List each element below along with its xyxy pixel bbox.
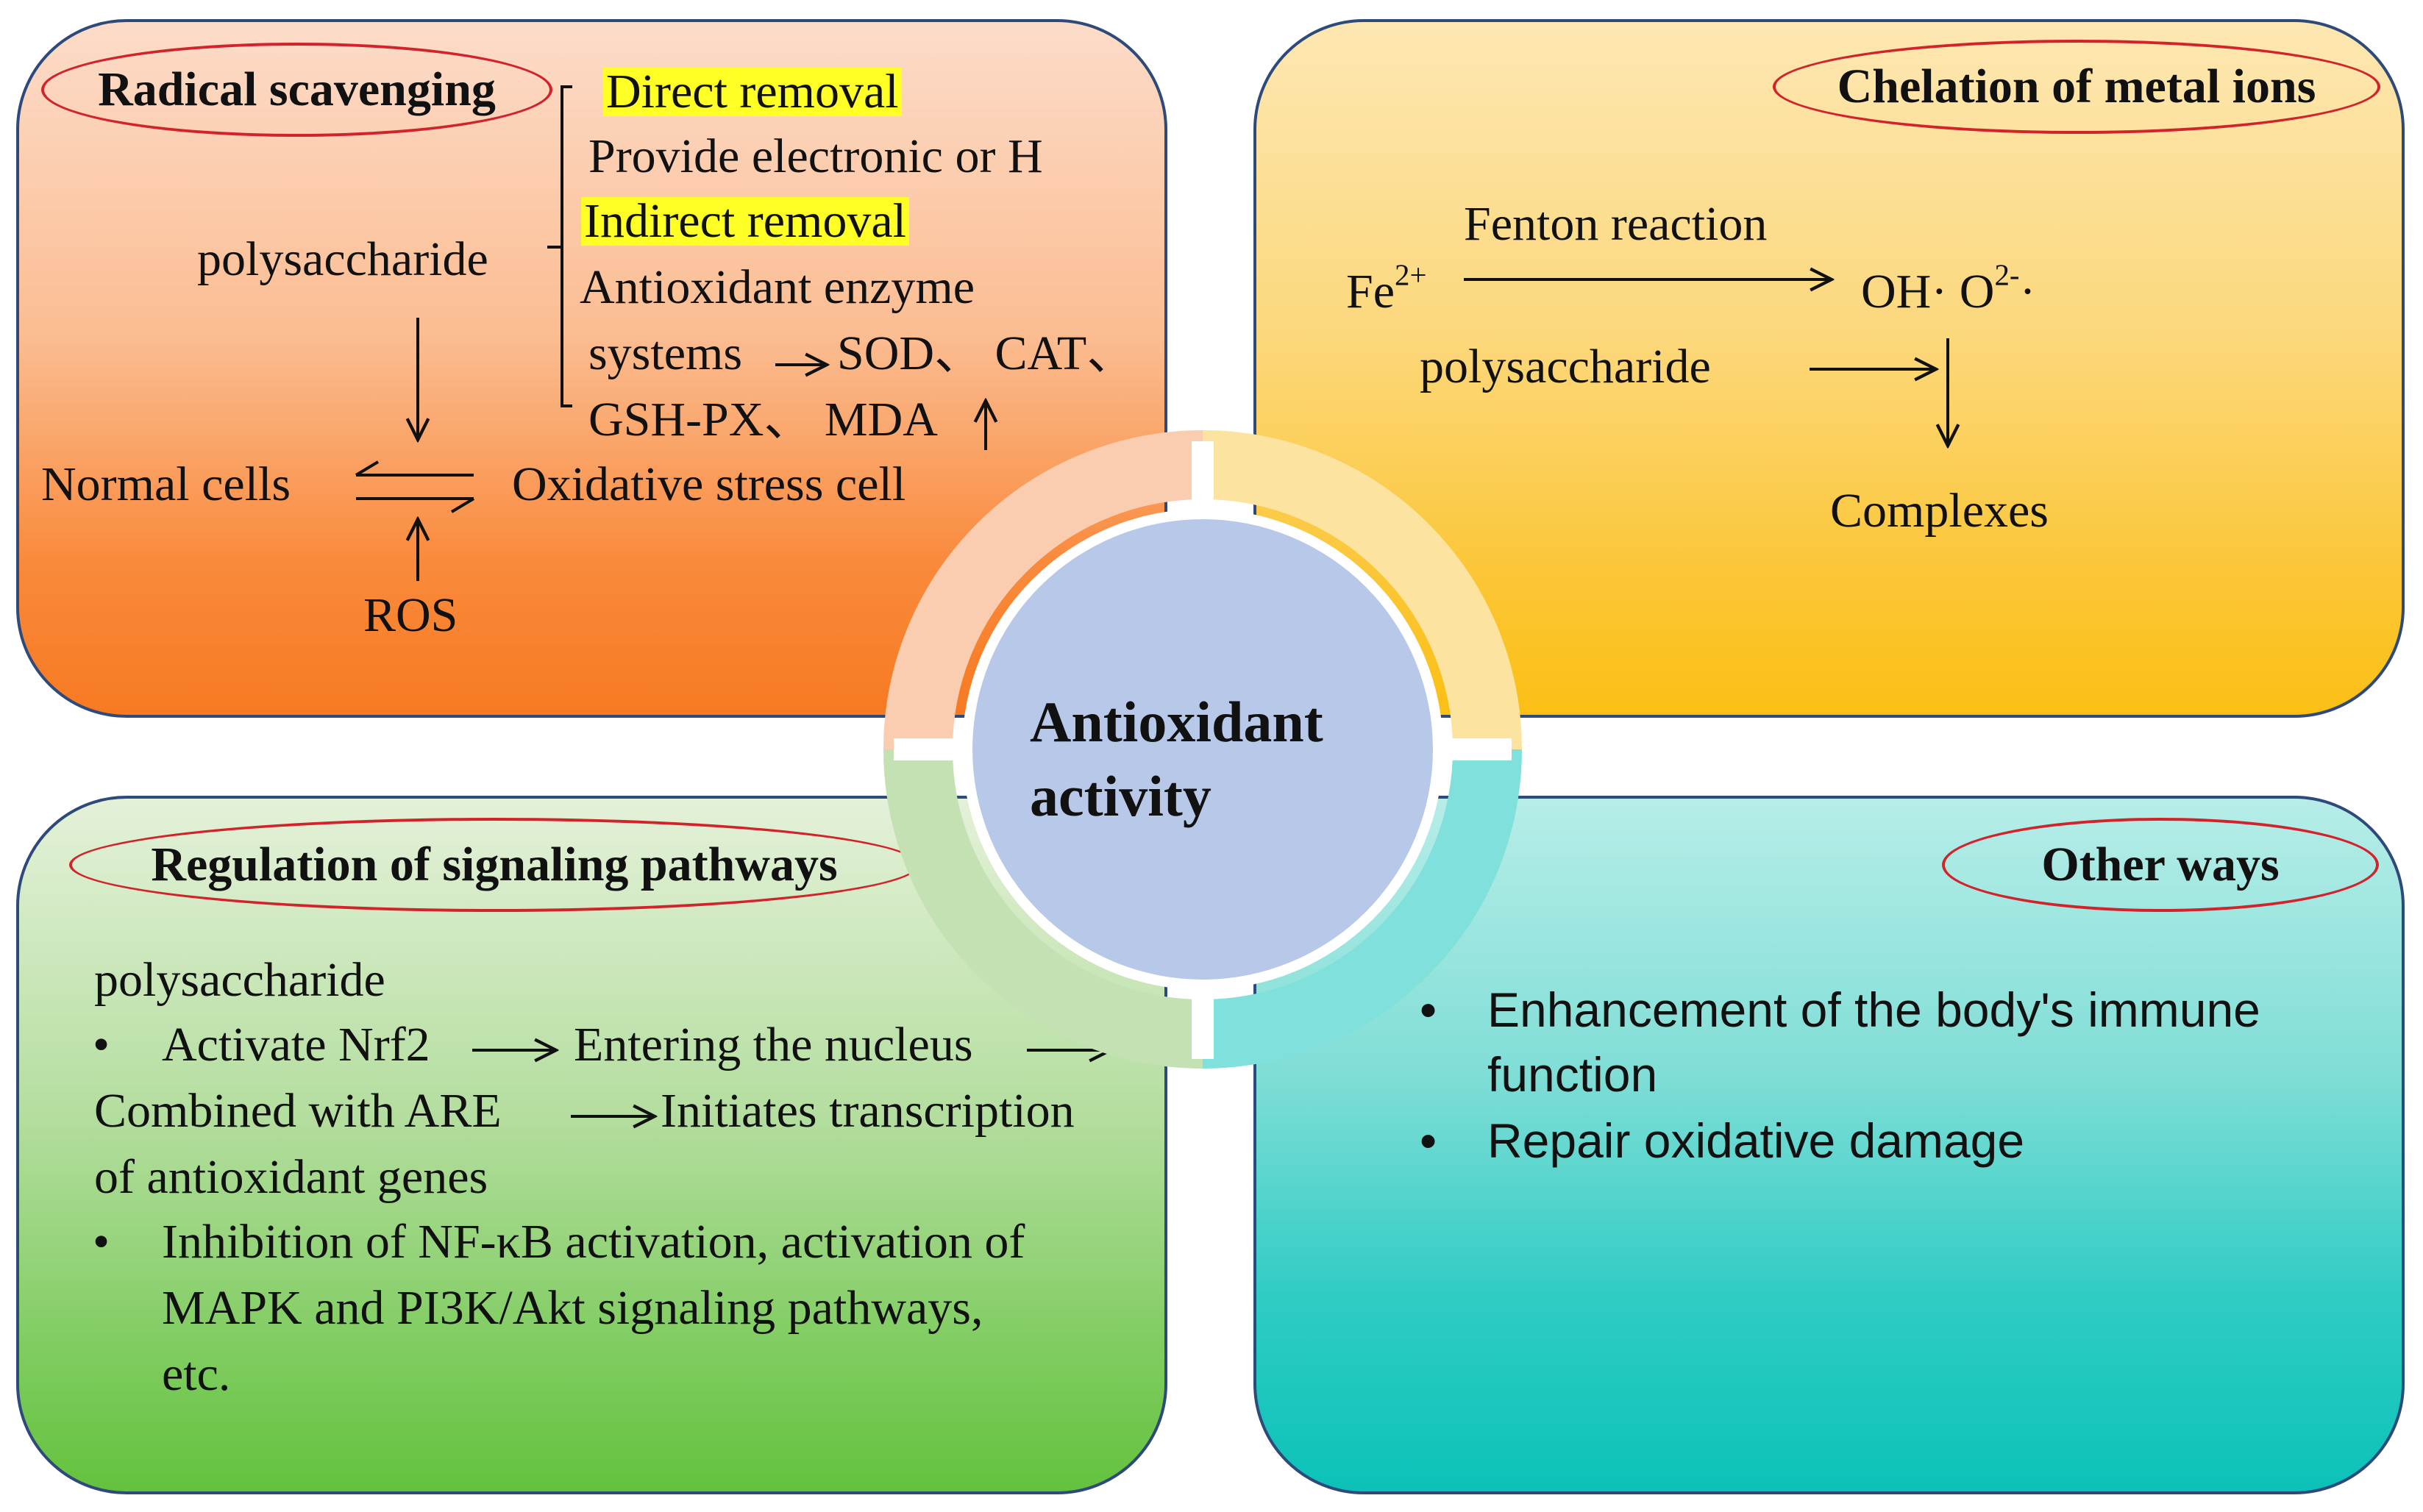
- combined-are-text: Combined with ARE: [94, 1084, 502, 1138]
- entering-nucleus-text: Entering the nucleus: [574, 1018, 973, 1071]
- direct-removal-label: Direct removal: [603, 68, 902, 116]
- bullet-1: •: [93, 1018, 110, 1071]
- center-title-line2: activity: [1030, 763, 1212, 828]
- provide-electronic-text: Provide electronic or H: [588, 129, 1043, 183]
- fe-ion-label: Fe2+: [1346, 258, 1427, 318]
- complexes-label: Complexes: [1830, 484, 2049, 538]
- signaling-title: Regulation of signaling pathways: [69, 818, 919, 912]
- inhibition-text-3: etc.: [162, 1347, 231, 1401]
- radical-scavenging-title: Radical scavenging: [41, 43, 552, 137]
- systems-text: systems: [588, 327, 743, 380]
- initiates-transcription-text: Initiates transcription: [661, 1084, 1075, 1138]
- inhibition-text-1: Inhibition of NF-κB activation, activati…: [162, 1215, 1025, 1269]
- bullet-2: •: [93, 1215, 110, 1269]
- center-hub: [972, 519, 1433, 980]
- oxidative-stress-label: Oxidative stress cell: [512, 457, 906, 511]
- immune-enhancement-text: Enhancement of the body's immune: [1487, 983, 2260, 1037]
- antioxidant-enzyme-text: Antioxidant enzyme: [580, 260, 975, 314]
- indirect-removal-label: Indirect removal: [581, 197, 909, 246]
- inhibition-text-2: MAPK and PI3K/Akt signaling pathways,: [162, 1281, 983, 1335]
- fenton-reaction-label: Fenton reaction: [1464, 197, 1768, 251]
- gsh-mda-text: GSH-PX、 MDA: [588, 393, 938, 446]
- sod-cat-text: SOD、 CAT、: [837, 327, 1136, 380]
- other-bullet-2: •: [1420, 1113, 1437, 1168]
- center-title: Antioxidant activity: [1030, 685, 1339, 833]
- other-ways-title: Other ways: [1942, 818, 2379, 912]
- normal-cells-label: Normal cells: [41, 457, 291, 511]
- chelation-title: Chelation of metal ions: [1773, 40, 2380, 134]
- polysaccharide-signaling-label: polysaccharide: [94, 953, 385, 1007]
- immune-function-text: function: [1487, 1047, 1658, 1102]
- polysaccharide-chelation-label: polysaccharide: [1420, 340, 1711, 393]
- ros-label: ROS: [363, 588, 458, 642]
- radicals-label: OH· O2-·: [1861, 258, 2036, 318]
- activate-nrf2-text: Activate Nrf2: [162, 1018, 430, 1071]
- center-title-line1: Antioxidant: [1030, 690, 1323, 754]
- polysaccharide-label: polysaccharide: [197, 232, 488, 286]
- repair-damage-text: Repair oxidative damage: [1487, 1113, 2025, 1168]
- antioxidant-genes-text: of antioxidant genes: [94, 1150, 488, 1204]
- other-bullet-1: •: [1420, 983, 1437, 1037]
